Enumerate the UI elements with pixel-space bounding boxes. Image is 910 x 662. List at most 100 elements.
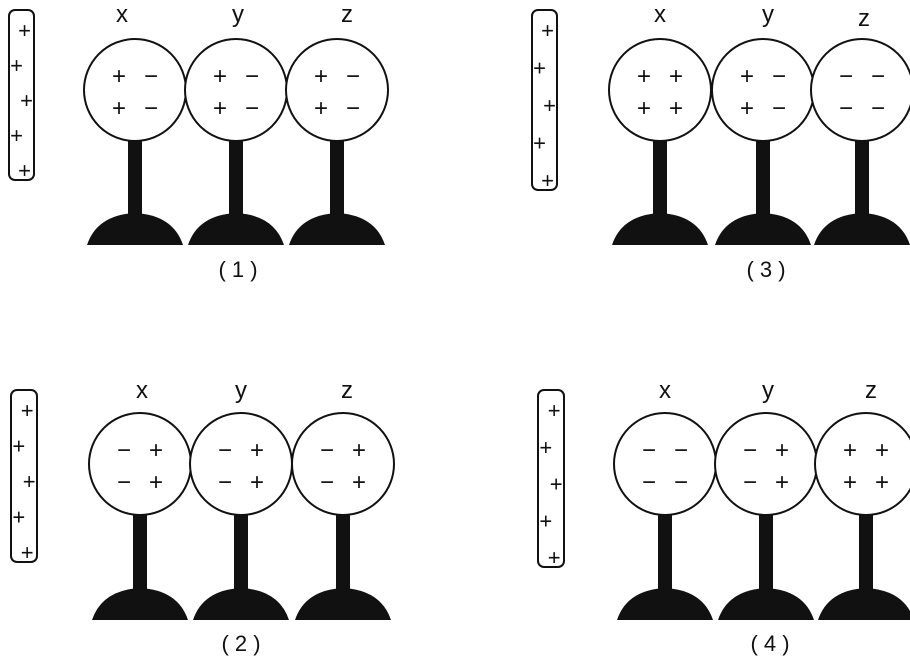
- stand-base: [715, 213, 811, 245]
- sphere-charge-sign: −: [674, 437, 688, 464]
- insulating-stand: [87, 139, 183, 245]
- sphere-charge-sign: −: [871, 63, 885, 90]
- stand-base: [193, 588, 289, 620]
- sphere-charge-sign: +: [669, 63, 683, 90]
- sphere-outline: [608, 38, 712, 142]
- stand-rod: [759, 513, 773, 598]
- panel-caption: ( 2 ): [221, 631, 260, 656]
- charged-rod: +++++: [10, 389, 38, 565]
- sphere-charge-sign: +: [112, 63, 126, 90]
- sphere-outline: [189, 412, 293, 516]
- panel: +++++++++x+−+−y−−−−z( 3 ): [531, 1, 910, 282]
- stand-rod: [859, 513, 873, 598]
- stand-base: [718, 588, 814, 620]
- sphere-label-y: y: [762, 377, 774, 404]
- sphere-label-x: x: [654, 1, 666, 28]
- insulating-stand: [188, 139, 284, 245]
- rod-outline: [531, 9, 558, 191]
- conducting-sphere-x: −−−−: [613, 412, 717, 516]
- sphere-charge-sign: +: [250, 469, 264, 496]
- sphere-charge-sign: +: [843, 469, 857, 496]
- sphere-charge-sign: −: [743, 469, 757, 496]
- sphere-charge-sign: +: [843, 437, 857, 464]
- insulating-stand: [92, 513, 188, 620]
- insulating-stand: [715, 139, 811, 245]
- sphere-charge-sign: −: [320, 437, 334, 464]
- rod-charge-sign: +: [20, 88, 33, 113]
- insulating-stand: [617, 513, 713, 620]
- sphere-outline: [184, 38, 288, 142]
- rod-charge-sign: +: [23, 469, 36, 494]
- charged-rod: +++++: [537, 389, 565, 570]
- insulating-stand: [612, 139, 708, 245]
- panel: +++++−−−−x−+−+y++++z( 4 ): [537, 377, 910, 656]
- stand-rod: [234, 513, 248, 598]
- sphere-charge-sign: −: [839, 95, 853, 122]
- panel-caption: ( 3 ): [746, 257, 785, 282]
- sphere-charge-sign: +: [352, 469, 366, 496]
- sphere-charge-sign: −: [871, 95, 885, 122]
- sphere-charge-sign: −: [839, 63, 853, 90]
- sphere-charge-sign: +: [213, 63, 227, 90]
- rod-charge-sign: +: [10, 53, 23, 78]
- stand-base: [814, 213, 910, 245]
- rod-charge-sign: +: [548, 398, 561, 423]
- sphere-label-y: y: [762, 1, 774, 28]
- stand-rod: [128, 139, 142, 223]
- sphere-charge-sign: +: [314, 95, 328, 122]
- sphere-charge-sign: −: [117, 469, 131, 496]
- sphere-charge-sign: +: [875, 469, 889, 496]
- sphere-charge-sign: −: [642, 437, 656, 464]
- conducting-sphere-x: −+−+: [88, 412, 192, 516]
- sphere-label-y: y: [235, 377, 247, 404]
- rod-charge-sign: +: [21, 540, 34, 565]
- sphere-charge-sign: −: [144, 95, 158, 122]
- sphere-charge-sign: +: [112, 95, 126, 122]
- sphere-label-x: x: [116, 1, 128, 28]
- rod-charge-sign: +: [533, 131, 546, 156]
- insulating-stand: [818, 513, 910, 620]
- sphere-outline: [285, 38, 389, 142]
- sphere-label-z: z: [341, 377, 353, 404]
- conducting-sphere-y: −+−+: [714, 412, 818, 516]
- rod-charge-sign: +: [548, 545, 561, 570]
- sphere-outline: [291, 412, 395, 516]
- sphere-charge-sign: +: [637, 63, 651, 90]
- conducting-sphere-y: −+−+: [189, 412, 293, 516]
- sphere-label-z: z: [858, 5, 870, 32]
- sphere-outline: [88, 412, 192, 516]
- rod-outline: [10, 389, 38, 563]
- sphere-charge-sign: +: [637, 95, 651, 122]
- sphere-charge-sign: −: [642, 469, 656, 496]
- sphere-charge-sign: +: [740, 95, 754, 122]
- sphere-charge-sign: +: [213, 95, 227, 122]
- stand-base: [289, 213, 385, 245]
- sphere-charge-sign: +: [352, 437, 366, 464]
- stand-base: [188, 213, 284, 245]
- rod-outline: [8, 9, 35, 181]
- conducting-sphere-x: +−+−: [83, 38, 187, 142]
- sphere-outline: [83, 38, 187, 142]
- panel-caption: ( 4 ): [750, 631, 789, 656]
- sphere-charge-sign: −: [218, 437, 232, 464]
- charged-rod: +++++: [531, 9, 558, 193]
- sphere-charge-sign: −: [117, 437, 131, 464]
- insulating-stand: [718, 513, 814, 620]
- stand-rod: [756, 139, 770, 223]
- insulating-stand: [193, 513, 289, 620]
- sphere-charge-sign: +: [669, 95, 683, 122]
- rod-outline: [537, 389, 565, 568]
- stand-base: [818, 588, 910, 620]
- conducting-sphere-x: + + + +: [608, 38, 712, 142]
- sphere-charge-sign: +: [775, 437, 789, 464]
- rod-charge-sign: +: [18, 18, 31, 43]
- sphere-outline: [714, 412, 818, 516]
- conducting-sphere-z: −−−−: [810, 38, 910, 142]
- rod-charge-sign: +: [543, 93, 556, 118]
- panel-caption: ( 1 ): [218, 257, 257, 282]
- rod-charge-sign: +: [21, 398, 34, 423]
- stand-rod: [330, 139, 344, 223]
- sphere-charge-sign: −: [245, 95, 259, 122]
- rod-charge-sign: +: [550, 472, 563, 497]
